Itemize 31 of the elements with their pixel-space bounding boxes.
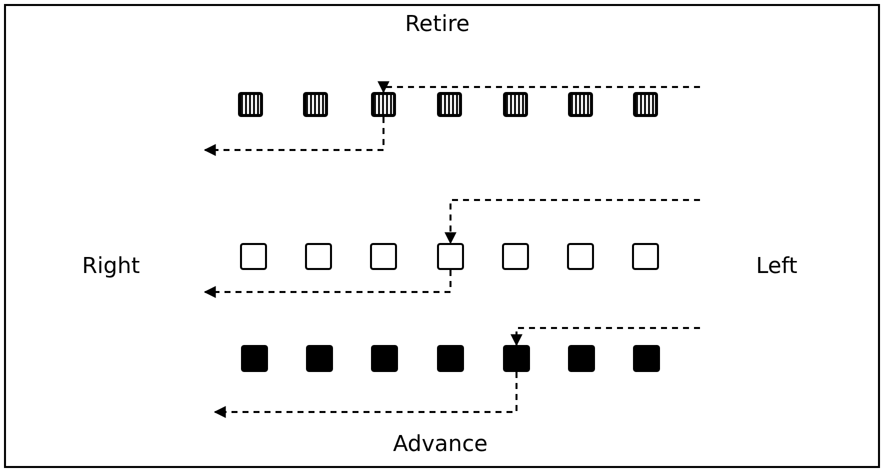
open-square bbox=[240, 243, 267, 270]
hatched-square bbox=[437, 92, 462, 117]
filled-square bbox=[503, 345, 530, 372]
direction-label: Retire bbox=[405, 12, 470, 37]
dashed-arrow bbox=[444, 199, 700, 244]
hatched-square bbox=[503, 92, 528, 117]
filled-square bbox=[568, 345, 595, 372]
hatched-square bbox=[633, 92, 658, 117]
filled-square bbox=[371, 345, 398, 372]
filled-square bbox=[437, 345, 464, 372]
filled-square bbox=[306, 345, 333, 372]
direction-label: Left bbox=[756, 254, 798, 279]
dashed-arrow bbox=[214, 372, 518, 418]
open-square bbox=[370, 243, 397, 270]
dashed-arrow bbox=[204, 270, 452, 298]
hatched-square bbox=[371, 92, 396, 117]
open-square bbox=[305, 243, 332, 270]
hatched-square bbox=[238, 92, 263, 117]
open-square bbox=[502, 243, 529, 270]
filled-square bbox=[241, 345, 268, 372]
open-square bbox=[567, 243, 594, 270]
hatched-square bbox=[568, 92, 593, 117]
dashed-arrow bbox=[510, 327, 700, 346]
dashed-arrow bbox=[204, 117, 384, 156]
open-square bbox=[437, 243, 464, 270]
open-square bbox=[632, 243, 659, 270]
dashed-arrow bbox=[378, 81, 700, 94]
direction-label: Right bbox=[82, 254, 140, 279]
filled-square bbox=[633, 345, 660, 372]
hatched-square bbox=[303, 92, 328, 117]
direction-label: Advance bbox=[393, 432, 488, 457]
